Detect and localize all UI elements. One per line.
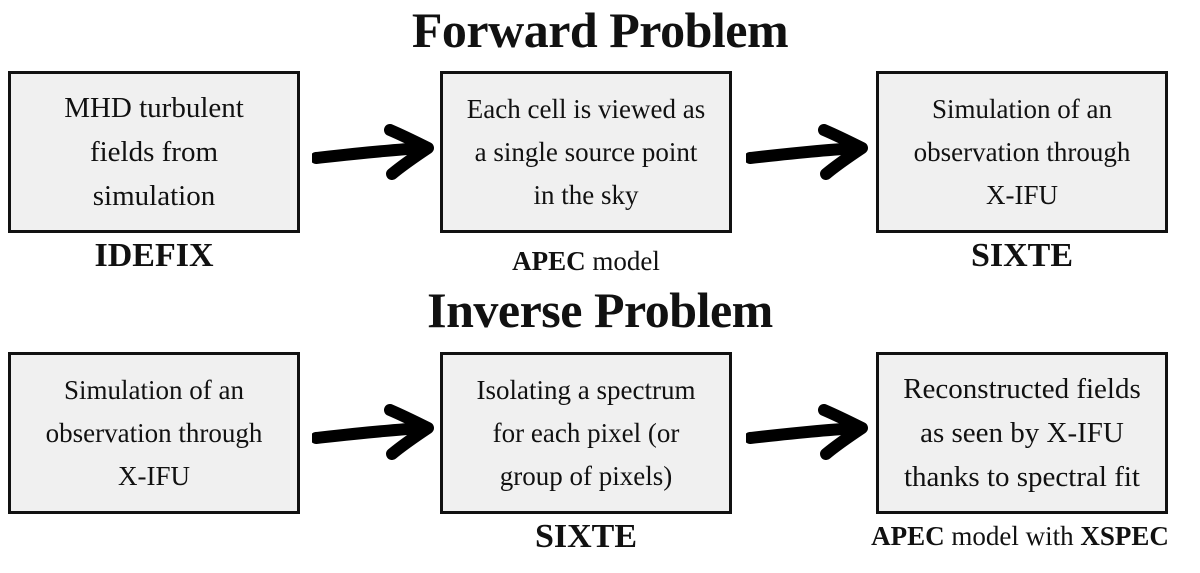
inverse-label-model-with: model with	[944, 521, 1081, 551]
arrow-right-icon	[746, 404, 868, 460]
forward-label-apec-model: APEC model	[440, 246, 732, 277]
forward-label-apec: APEC	[512, 246, 586, 276]
inverse-label-apec-xspec: APEC model with XSPEC	[840, 521, 1200, 552]
forward-label-idefix: IDEFIX	[94, 237, 214, 274]
inverse-label-xspec: XSPEC	[1080, 521, 1169, 551]
arrow-right-icon	[746, 124, 868, 180]
forward-label-sixte: SIXTE	[970, 237, 1074, 274]
arrow-right-icon	[312, 404, 434, 460]
inverse-label-apec: APEC	[871, 521, 945, 551]
inverse-problem-title: Inverse Problem	[427, 282, 773, 338]
forward-label-model: model	[585, 246, 660, 276]
arrow-right-icon	[312, 124, 434, 180]
inverse-label-sixte: SIXTE	[534, 518, 638, 555]
forward-problem-title: Forward Problem	[411, 2, 789, 58]
